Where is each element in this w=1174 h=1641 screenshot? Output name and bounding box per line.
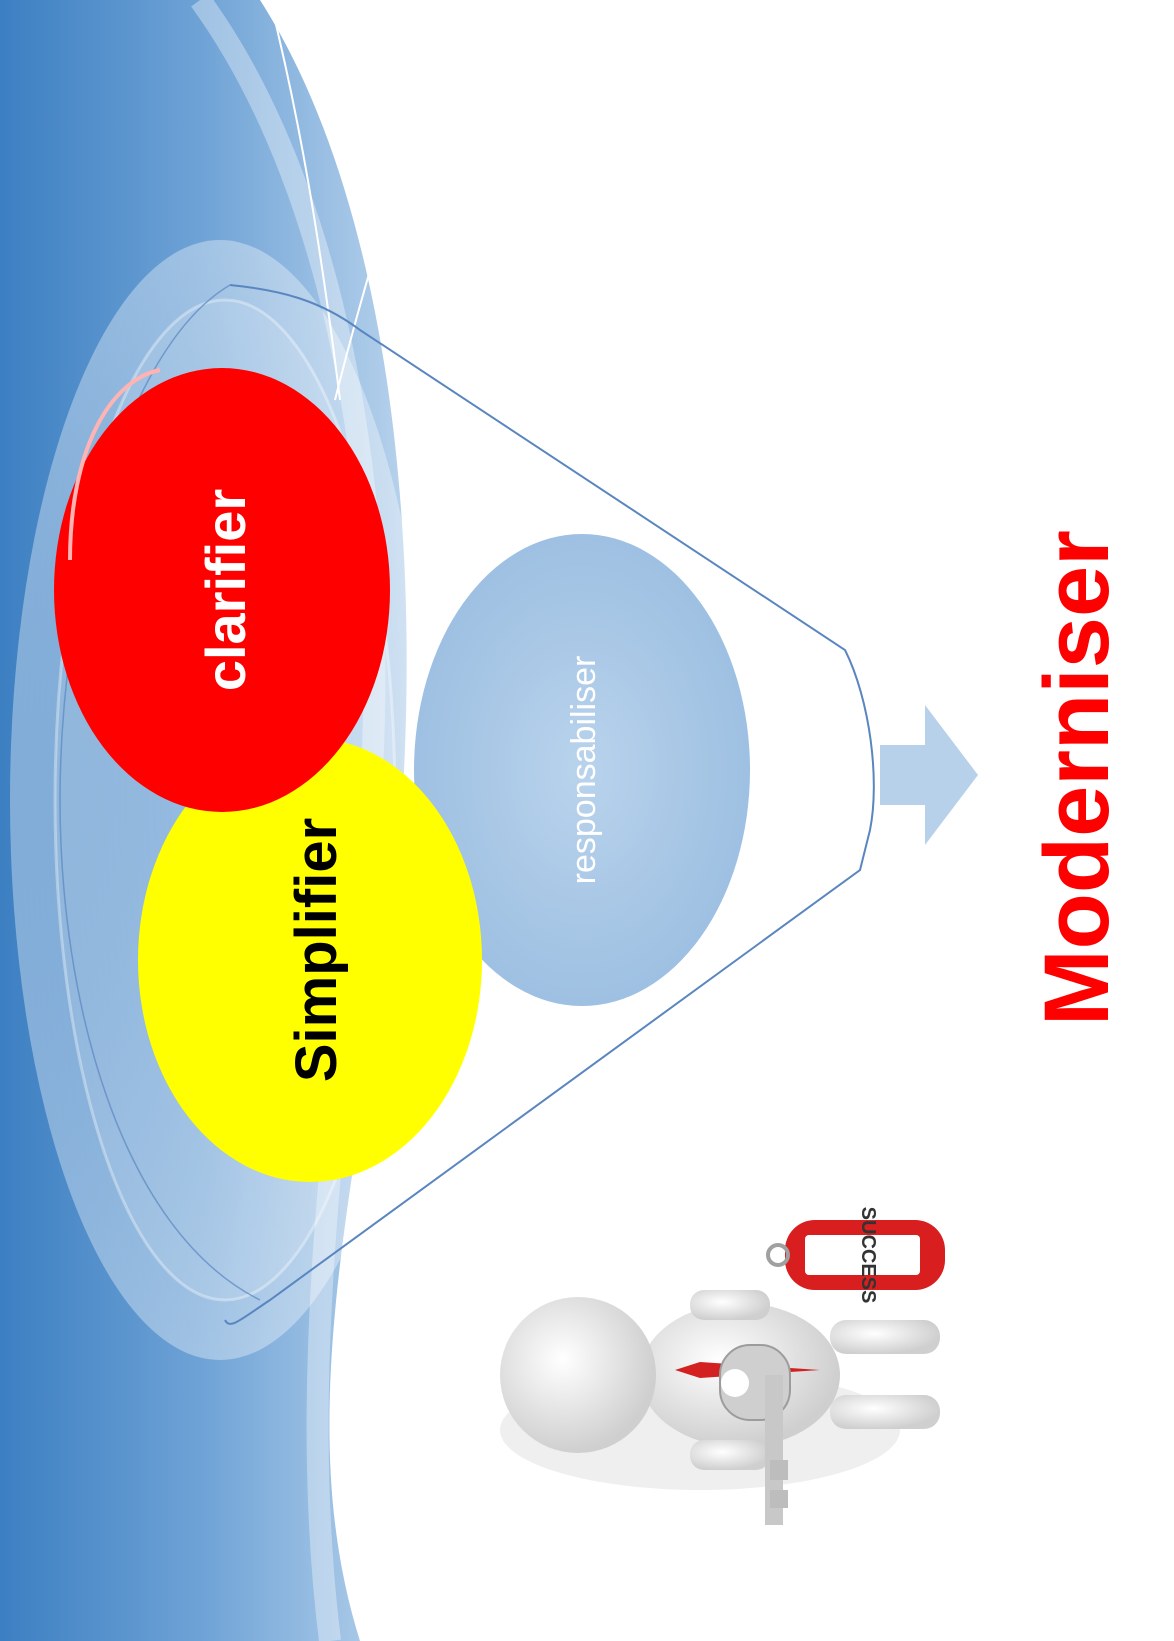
keychain-tag-label: SUCCESS bbox=[857, 1207, 879, 1304]
responsabiliser-circle bbox=[414, 534, 750, 1006]
moderniser-label: Moderniser bbox=[1026, 530, 1128, 1026]
funnel-outline bbox=[224, 284, 875, 1325]
simplifier-circle bbox=[138, 738, 482, 1182]
clarifier-highlight bbox=[68, 368, 161, 561]
clarifier-label: clarifier bbox=[194, 489, 257, 691]
right-arrow-icon bbox=[880, 705, 978, 845]
clarifier-circle bbox=[54, 368, 390, 812]
figure-with-key-icon: SUCCESS bbox=[500, 1207, 945, 1525]
simplifier-label: Simplifier bbox=[284, 818, 349, 1082]
responsabiliser-label: responsabiliser bbox=[565, 656, 603, 885]
